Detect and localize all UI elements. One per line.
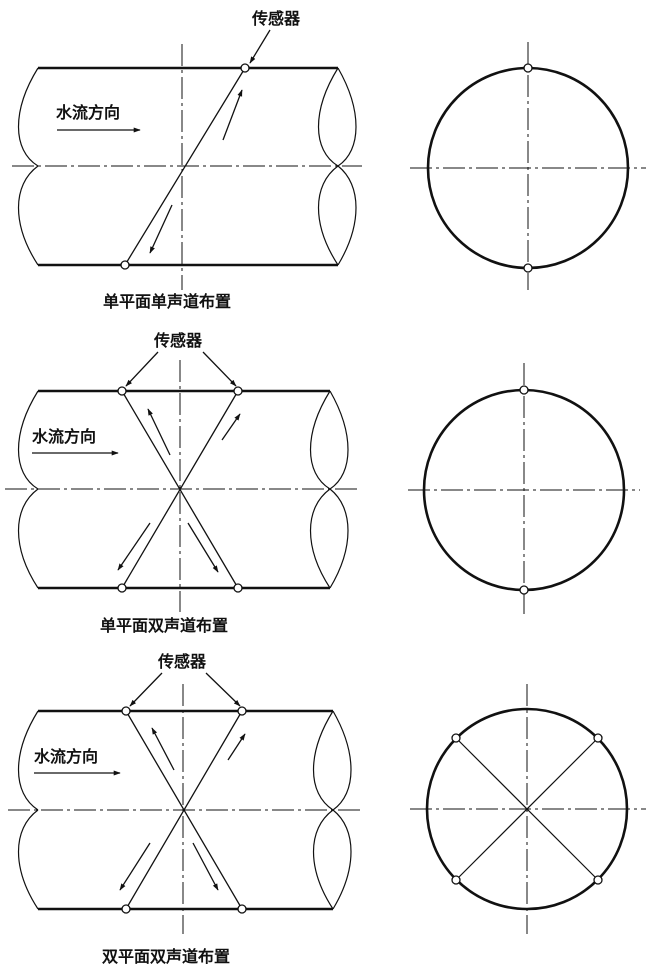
acoustic-paths: [119, 672, 247, 914]
sensor-dot: [237, 904, 247, 914]
acoustic-paths: [117, 351, 243, 593]
sensor-dot: [117, 583, 127, 593]
sensor-dot: [519, 585, 529, 595]
pipe-side-view: [5, 360, 358, 612]
panel-single-plane-dual-path: 水流方向 传感器 单平面双声道布置: [5, 331, 640, 635]
pipe-cross-section: [410, 42, 646, 290]
sensor-dot: [593, 733, 603, 743]
acoustic-path: [120, 29, 271, 270]
sensor-label: 传感器: [153, 331, 203, 350]
sensor-dot: [121, 706, 131, 716]
sensor-dot: [451, 875, 461, 885]
sensor-dot: [237, 706, 247, 716]
sensor-dot: [120, 260, 130, 270]
sensor-dot: [121, 904, 131, 914]
sensor-dot: [523, 63, 533, 73]
sensor-label: 传感器: [157, 652, 207, 671]
sensor-dot: [451, 733, 461, 743]
flow-direction-label: 水流方向: [56, 103, 120, 122]
pipe-cross-section: [408, 363, 640, 614]
sensor-label: 传感器: [251, 9, 301, 28]
panel-caption: 单平面单声道布置: [103, 292, 231, 311]
sensor-dot: [523, 263, 533, 273]
sensor-dot: [233, 386, 243, 396]
panel-single-plane-single-path: 水流方向 传感器 单平面单声道布置: [12, 9, 646, 311]
panel-dual-plane-dual-path: 水流方向 传感器 双平面双声道布置: [8, 652, 646, 966]
sensor-dot: [240, 63, 250, 73]
pipe-side-view: [12, 44, 362, 290]
panel-caption: 双平面双声道布置: [102, 947, 230, 966]
panel-caption: 单平面双声道布置: [100, 616, 228, 635]
sensor-dot: [233, 583, 243, 593]
sensor-dot: [519, 385, 529, 395]
pipe-cross-section: [410, 684, 646, 934]
flow-direction-label: 水流方向: [32, 427, 96, 446]
sensor-dot: [117, 386, 127, 396]
sensor-dot: [593, 875, 603, 885]
flow-direction-label: 水流方向: [34, 747, 98, 766]
